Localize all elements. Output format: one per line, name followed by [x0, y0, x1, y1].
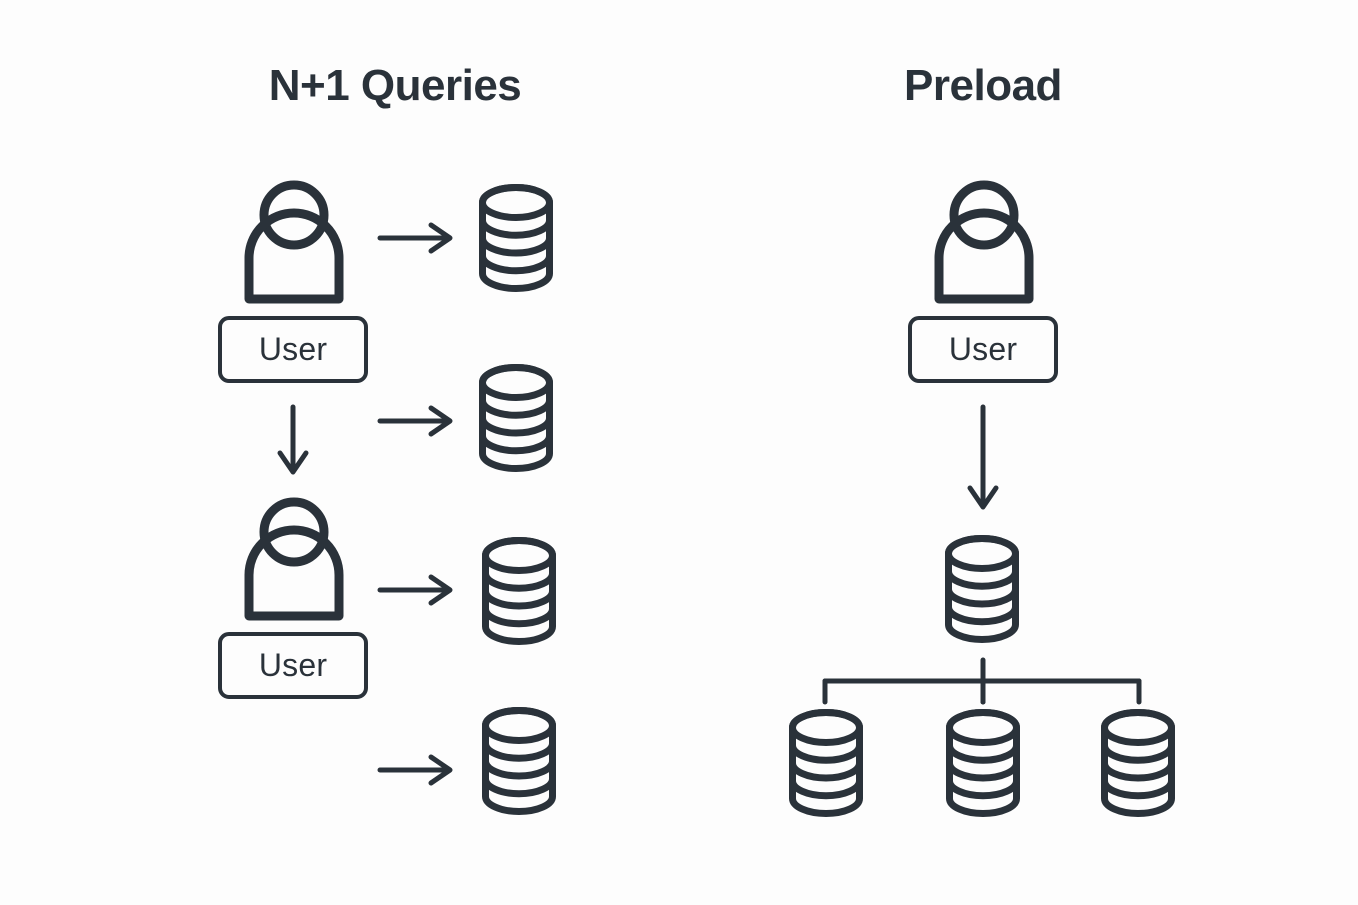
database-icon: [478, 183, 554, 293]
arrow-right-icon: [377, 573, 456, 607]
user-label-text: User: [258, 331, 328, 367]
database-icon: [481, 706, 557, 816]
database-icon: [944, 534, 1020, 644]
tree-connector: [821, 656, 1143, 706]
user-icon: [240, 180, 348, 304]
database-icon: [945, 708, 1021, 818]
user-label-text: User: [948, 331, 1018, 367]
column-title-n-plus-1: N+1 Queries: [268, 61, 522, 110]
user-label-text: User: [258, 647, 328, 683]
database-icon: [481, 536, 557, 646]
database-icon: [1100, 708, 1176, 818]
user-label-box[interactable]: User: [908, 316, 1058, 383]
arrow-down-icon: [966, 404, 1000, 513]
arrow-right-icon: [377, 404, 456, 438]
database-icon: [788, 708, 864, 818]
user-icon: [240, 497, 348, 621]
user-label-box[interactable]: User: [218, 632, 368, 699]
arrow-right-icon: [377, 221, 456, 255]
user-label-box[interactable]: User: [218, 316, 368, 383]
database-icon: [478, 363, 554, 473]
user-icon: [930, 180, 1038, 304]
column-title-preload: Preload: [904, 61, 1062, 110]
arrow-right-icon: [377, 753, 456, 787]
arrow-down-icon: [276, 404, 310, 478]
